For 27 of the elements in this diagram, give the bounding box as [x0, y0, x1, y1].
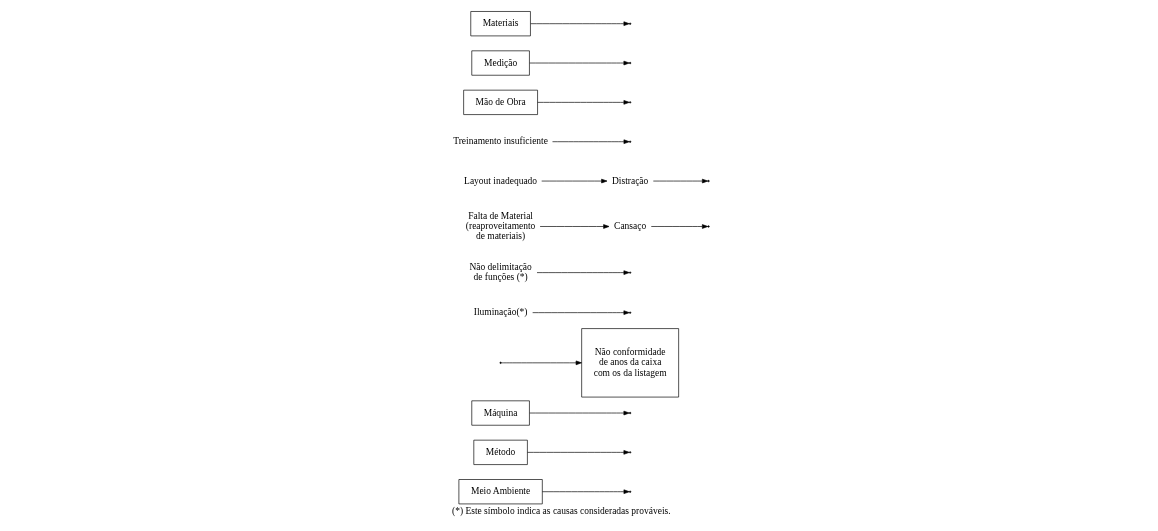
arrow: [539, 224, 610, 229]
node-text: Treinamento insuficiente: [453, 136, 548, 147]
arrow: [537, 100, 630, 105]
arrow: [653, 178, 709, 184]
node-box: Mão de Obra: [463, 89, 538, 115]
arrow: [527, 450, 630, 455]
node-box: Materiais: [470, 11, 531, 37]
arrow: [552, 139, 630, 144]
arrow: [541, 178, 608, 184]
arrow: [530, 21, 630, 26]
arrow: [542, 489, 630, 494]
node-text: Não delimitação de funções (*): [469, 262, 532, 283]
node-text: Iluminação(*): [473, 307, 528, 318]
node-text: Layout inadequado: [464, 175, 538, 186]
node-box: Meio Ambiente: [458, 479, 543, 505]
node-box: Não conformidade de anos da caixa com os da listagem: [581, 328, 679, 398]
arrow: [650, 224, 709, 229]
node-text: Falta de Material (reaproveitamento de materiais): [465, 210, 536, 242]
node-box: Método: [473, 439, 528, 465]
node-text: Distração: [611, 175, 649, 186]
node-box: Medição: [471, 50, 530, 76]
node-box: Máquina: [471, 400, 530, 426]
arrow: [532, 310, 630, 315]
arrow: [536, 270, 630, 275]
caption: (*) Este símbolo indica as causas consideradas prováveis.: [452, 506, 671, 517]
node-text: Cansaço: [614, 221, 647, 232]
arrow: [501, 360, 582, 366]
